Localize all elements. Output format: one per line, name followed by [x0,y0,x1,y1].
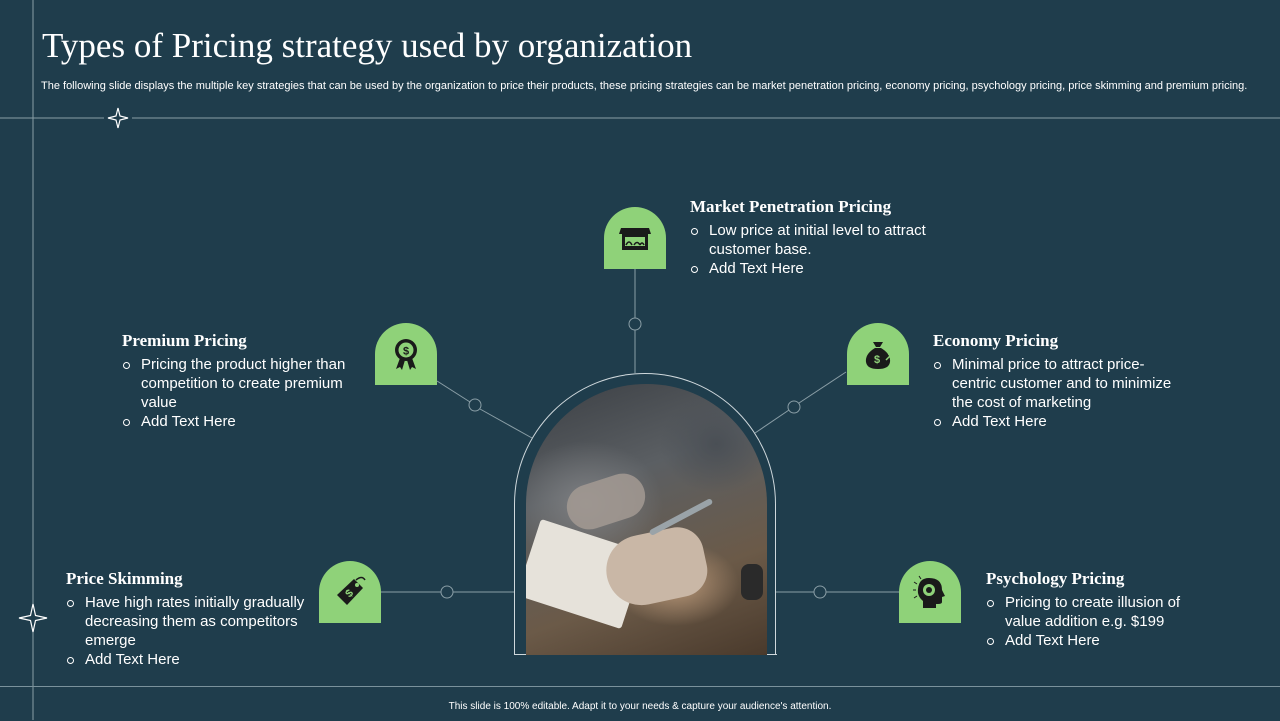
sparkle-icon [18,603,48,633]
award-badge-dollar-icon: $ [395,339,417,370]
bullet-item: Low price at initial level to attract cu… [690,221,960,259]
bullet-item: Pricing to create illusion of value addi… [986,593,1216,631]
economy-pricing-badge: $ [847,323,909,385]
strategy-market-penetration: Market Penetration Pricing Low price at … [690,197,960,278]
center-photo [526,384,767,655]
bullet-item: Minimal price to attract price-centric c… [933,355,1173,412]
market-penetration-badge [604,207,666,269]
page-title: Types of Pricing strategy used by organi… [42,26,693,65]
head-gear-icon [913,575,945,608]
bullet-item: Add Text Here [122,412,347,431]
bullet-item: Have high rates initially gradually decr… [66,593,316,650]
strategy-title: Price Skimming [66,569,183,588]
strategy-title: Psychology Pricing [986,569,1125,588]
bullet-item: Add Text Here [986,631,1216,650]
svg-text:$: $ [874,354,880,366]
strategy-economy: Economy Pricing Minimal price to attract… [933,331,1173,431]
storefront-icon [619,228,651,250]
strategy-title: Economy Pricing [933,331,1059,350]
page-subtitle: The following slide displays the multipl… [41,80,1248,92]
svg-text:$: $ [403,346,409,358]
footer-text: This slide is 100% editable. Adapt it to… [448,701,832,712]
premium-pricing-badge: $ [375,323,437,385]
price-skimming-badge: $ [319,561,381,623]
bullet-item: Pricing the product higher than competit… [122,355,347,412]
strategy-title: Market Penetration Pricing [690,197,892,216]
strategy-price-skimming: Price Skimming Have high rates initially… [66,569,316,669]
bullet-item: Add Text Here [690,259,960,278]
strategy-psychology: Psychology Pricing Pricing to create ill… [986,569,1216,650]
bullet-item: Add Text Here [66,650,316,669]
money-bag-icon: $ [865,342,893,369]
strategy-premium: Premium Pricing Pricing the product high… [122,331,347,431]
psychology-pricing-badge [899,561,961,623]
footer-bar: This slide is 100% editable. Adapt it to… [0,686,1280,721]
price-tag-icon: $ [337,576,366,605]
sparkle-icon [107,107,129,129]
strategy-title: Premium Pricing [122,331,247,350]
bullet-item: Add Text Here [933,412,1173,431]
